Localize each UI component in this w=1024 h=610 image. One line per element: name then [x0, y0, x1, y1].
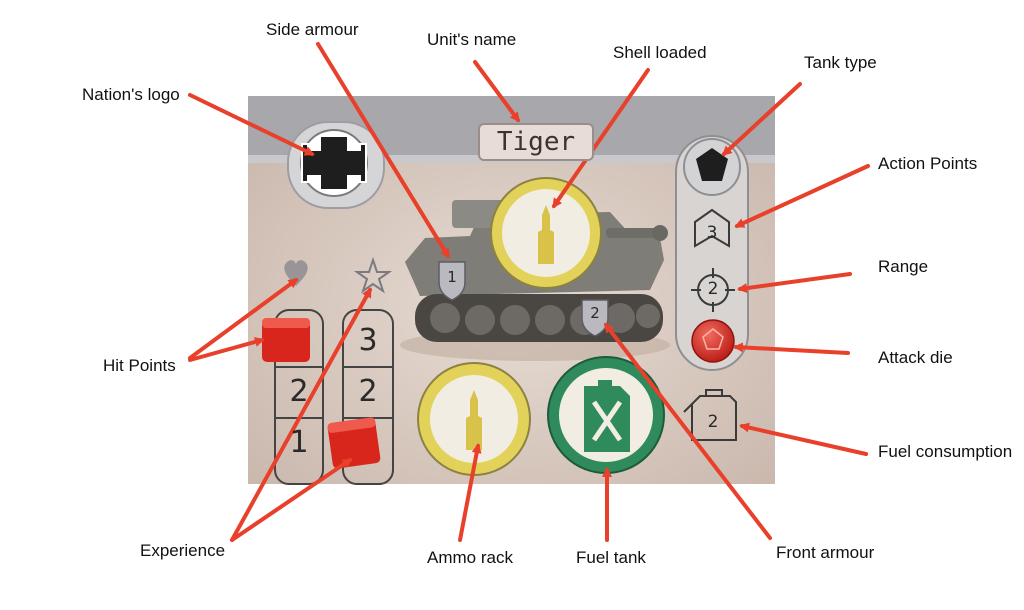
label-hit-points: Hit Points — [103, 356, 176, 375]
action-points-icon — [694, 208, 730, 248]
arrow-nations-logo — [188, 93, 315, 156]
annotation-arrows — [188, 42, 870, 542]
shell-icon — [538, 205, 554, 264]
arrow-attack-die — [733, 342, 850, 355]
range-crosshair-icon — [691, 268, 735, 312]
label-units-name: Unit's name — [427, 30, 517, 49]
shell-icon — [466, 390, 482, 450]
arrow-shell-loaded — [552, 68, 650, 209]
arrow-tank-type — [721, 82, 802, 157]
label-front-armour: Front armour — [776, 543, 875, 562]
label-experience: Experience — [140, 541, 226, 560]
hit-points-track-value: 1 — [289, 425, 309, 460]
label-range: Range — [878, 257, 929, 276]
arrow-fuel-consumption — [739, 422, 868, 456]
label-fuel-tank: Fuel tank — [576, 548, 646, 567]
arrow-hit-points-1 — [188, 278, 299, 360]
arrow-units-name — [473, 60, 520, 123]
experience-track — [342, 309, 394, 485]
fuel-can-icon — [683, 389, 737, 441]
unit-name-plate: Tiger — [478, 123, 594, 161]
side-armour-value: 1 — [447, 268, 457, 286]
nation-logo-icon — [287, 121, 385, 209]
experience-track-value: 3 — [358, 323, 378, 358]
tank-type-pentagon-icon — [696, 148, 728, 181]
arrow-side-armour — [316, 42, 450, 259]
label-action-points: Action Points — [878, 154, 978, 173]
side-armour-shield-icon — [438, 261, 466, 301]
hit-points-cube — [262, 318, 310, 362]
fuel-tank-token — [547, 356, 665, 474]
label-nations-logo: Nation's logo — [82, 85, 180, 104]
ammo-rack-token — [417, 362, 531, 476]
experience-track-value: 2 — [358, 374, 378, 409]
range-value: 2 — [707, 279, 719, 299]
hit-points-track — [274, 309, 324, 485]
hit-points-track-value: 2 — [289, 374, 309, 409]
label-attack-die: Attack die — [878, 348, 953, 367]
jerrycan-icon — [584, 380, 630, 452]
arrow-experience-1 — [230, 287, 372, 542]
action-points-value: 3 — [706, 223, 718, 243]
label-shell-loaded: Shell loaded — [613, 43, 707, 62]
star-icon — [353, 256, 393, 294]
arrow-experience-2 — [230, 458, 353, 542]
side-column — [675, 135, 749, 371]
front-armour-shield-icon — [581, 299, 609, 337]
fuel-consumption-value: 2 — [707, 412, 719, 432]
experience-cube — [327, 417, 381, 469]
arrow-hit-points-2 — [188, 337, 265, 362]
arrow-action-points — [734, 164, 870, 228]
label-fuel-consumption: Fuel consumption — [878, 442, 1013, 461]
arrow-front-armour — [604, 322, 772, 540]
label-tank-type: Tank type — [804, 53, 877, 72]
label-ammo-rack: Ammo rack — [427, 548, 513, 567]
arrow-ammo-rack — [458, 443, 482, 542]
front-armour-value: 2 — [590, 304, 600, 322]
arrow-range — [737, 272, 852, 294]
shell-loaded-token — [490, 177, 602, 289]
attack-die-icon — [691, 319, 735, 363]
label-side-armour: Side armour — [266, 20, 359, 39]
